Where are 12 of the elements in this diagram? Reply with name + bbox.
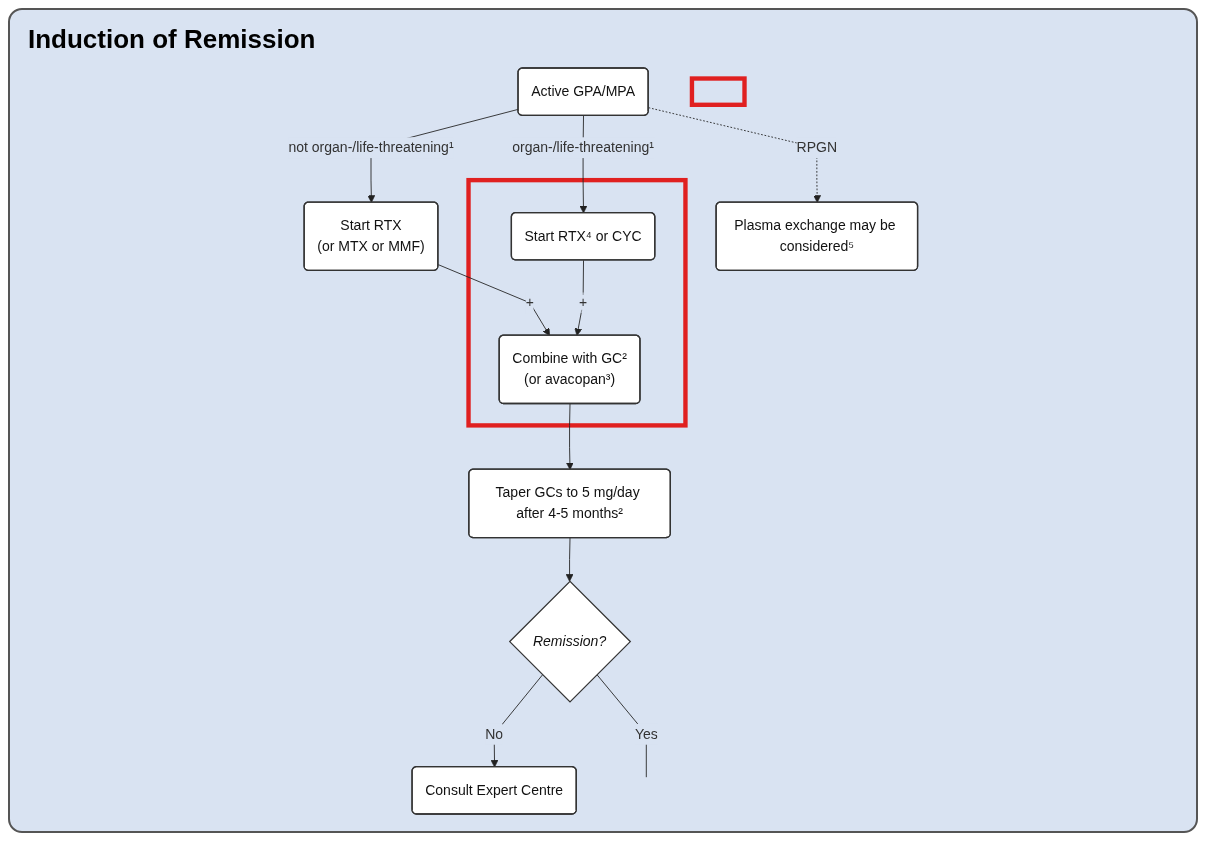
edge-label: + <box>578 294 588 310</box>
diagram-title: Induction of Remission <box>28 24 317 55</box>
cluster <box>466 177 688 428</box>
edge-label: RPGN <box>796 139 838 155</box>
connector <box>596 674 647 778</box>
edge-label: not organ-/life-threatening¹ <box>288 139 454 155</box>
edge-label: Yes <box>634 726 658 742</box>
node-diamond: Remission? <box>508 580 632 703</box>
node-box <box>689 76 747 107</box>
edge-label: + <box>525 294 534 310</box>
edge-label: No <box>485 726 504 742</box>
edge-label: organ-/life-threatening¹ <box>512 139 654 155</box>
